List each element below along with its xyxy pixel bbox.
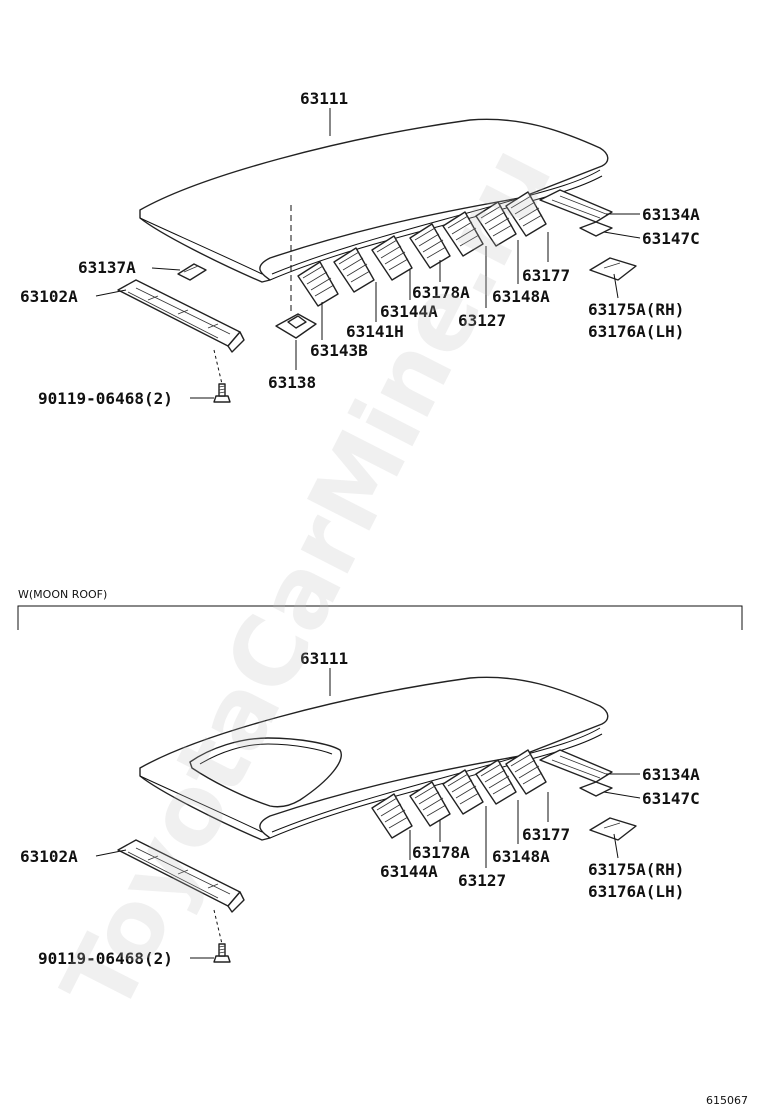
label-63143b-top: 63143B [310,341,368,360]
label-63178a-bottom: 63178A [412,843,470,862]
label-63177-top: 63177 [522,266,570,285]
label-63127-top: 63127 [458,311,506,330]
bolt-top [213,383,231,403]
label-63111-top: 63111 [300,89,348,108]
label-63144a-bottom: 63144A [380,862,438,881]
label-63148a-bottom: 63148A [492,847,550,866]
bracket-63138-top [275,313,317,339]
clip-63175a-top [589,257,637,281]
label-63176a-top: 63176A(LH) [588,322,684,341]
label-63102a-bottom: 63102A [20,847,78,866]
label-63147c-bottom: 63147C [642,789,700,808]
label-63102a-top: 63102A [20,287,78,306]
label-63148a-top: 63148A [492,287,550,306]
diagram-code: 615067 [706,1094,748,1107]
rail-63134a-top [539,189,613,237]
label-63134a-top: 63134A [642,205,700,224]
label-bolt-top: 90119-06468(2) [38,389,173,408]
label-63127-bottom: 63127 [458,871,506,890]
bolt-bottom [213,943,231,963]
section-heading-moonroof: W(MOON ROOF) [18,588,107,601]
label-63111-bottom: 63111 [300,649,348,668]
clip-63175a-bottom [589,817,637,841]
label-bolt-bottom: 90119-06468(2) [38,949,173,968]
roof-bow-top [117,279,245,353]
roof-panel-drawing-bottom [139,676,609,841]
label-63175a-bottom: 63175A(RH) [588,860,684,879]
bracket-63137a-top [177,263,207,281]
label-63137a-top: 63137A [78,258,136,277]
label-63177-bottom: 63177 [522,825,570,844]
section-bracket [17,605,743,630]
leader-lines-top [95,108,641,399]
label-63147c-top: 63147C [642,229,700,248]
label-63141h-top: 63141H [346,322,404,341]
label-63144a-top: 63144A [380,302,438,321]
label-63178a-top: 63178A [412,283,470,302]
label-63138-top: 63138 [268,373,316,392]
label-63134a-bottom: 63134A [642,765,700,784]
leader-lines-bottom [95,668,641,959]
rail-63134a-bottom [539,749,613,797]
label-63176a-bottom: 63176A(LH) [588,882,684,901]
label-63175a-top: 63175A(RH) [588,300,684,319]
